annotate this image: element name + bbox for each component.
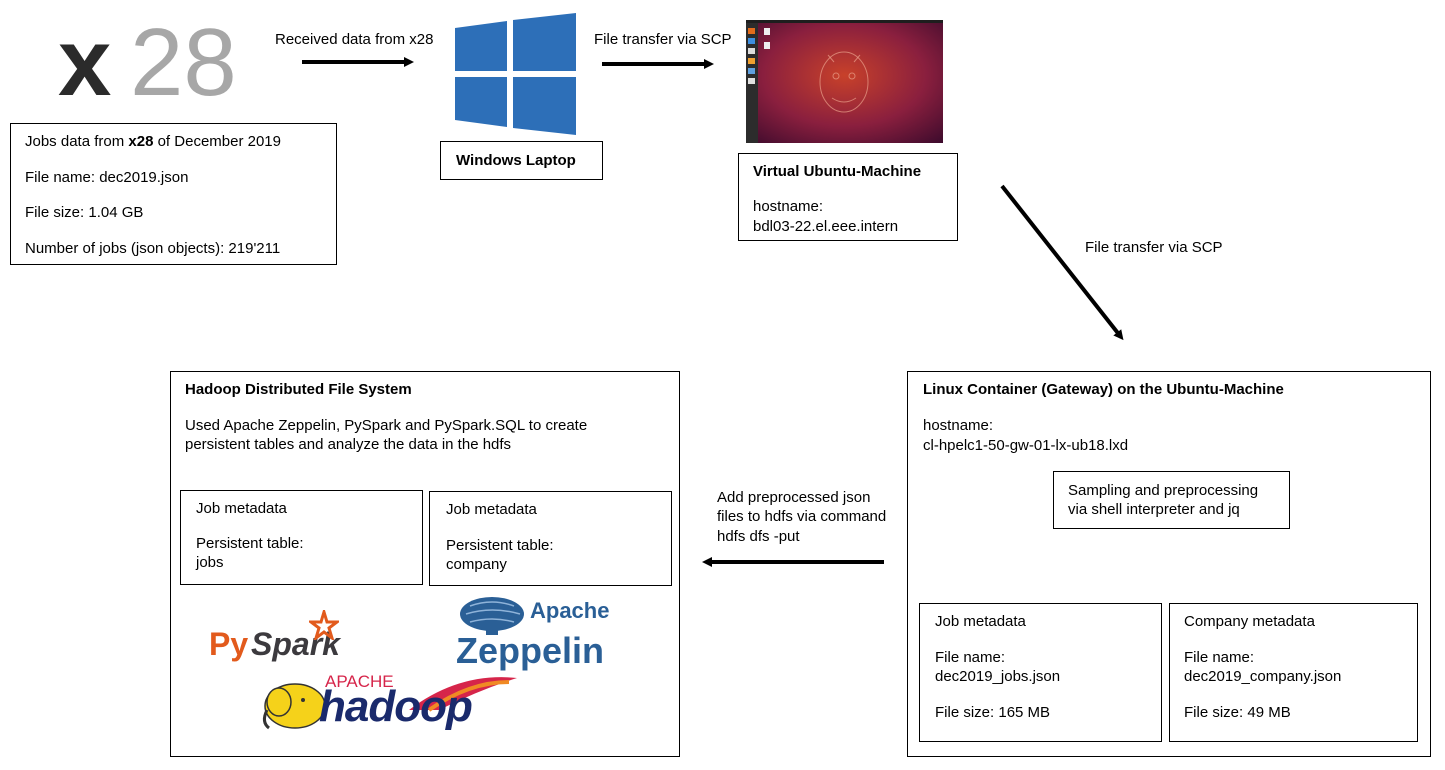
label-add-hdfs-1: Add preprocessed json <box>717 489 871 506</box>
label-add-hdfs-3: hdfs dfs -put <box>717 528 800 545</box>
hdfs-title: Hadoop Distributed File System <box>185 381 412 398</box>
pyspark-logo-py: Py <box>209 626 249 662</box>
container-hostname-label: hostname: <box>923 417 994 434</box>
hadoop-logo: APACHE hadoop <box>259 672 519 742</box>
linux-container-box: Linux Container (Gateway) on the Ubuntu-… <box>907 371 1431 757</box>
ubuntu-machine-box: Virtual Ubuntu-Machine hostname: bdl03-2… <box>738 153 958 241</box>
zeppelin-airship-icon <box>460 597 524 635</box>
table-jobs-label: Persistent table: <box>196 535 304 552</box>
hdfs-desc-line-1: Used Apache Zeppelin, PySpark and PySpar… <box>185 417 588 434</box>
x28-logo-x: x <box>58 9 111 116</box>
table-company-name: company <box>446 556 507 573</box>
zeppelin-logo-apache: Apache <box>530 598 610 623</box>
ubuntu-hostname: bdl03-22.el.eee.intern <box>753 218 899 235</box>
label-scp-1: File transfer via SCP <box>594 31 732 48</box>
persistent-table-company-box: Job metadata Persistent table: company <box>429 491 672 586</box>
job-metadata-file-box: Job metadata File name: dec2019_jobs.jso… <box>919 603 1162 742</box>
container-hostname: cl-hpelc1-50-gw-01-lx-ub18.lxd <box>923 437 1129 454</box>
source-file-name: File name: dec2019.json <box>25 169 189 186</box>
windows-laptop-label: Windows Laptop <box>456 152 576 169</box>
hadoop-elephant-icon <box>262 683 326 730</box>
ubuntu-desktop-screenshot <box>746 20 943 143</box>
zeppelin-logo-name: Zeppelin <box>456 630 605 671</box>
hdfs-box: Hadoop Distributed File System Used Apac… <box>170 371 680 757</box>
source-title: Jobs data from x28 of December 2019 <box>25 133 281 150</box>
arrow-ubuntu-to-container <box>1000 184 1124 341</box>
table-company-label: Persistent table: <box>446 537 554 554</box>
label-add-hdfs-2: files to hdfs via command <box>717 508 887 525</box>
company-meta-size: File size: 49 MB <box>1184 704 1291 721</box>
job-meta-size: File size: 165 MB <box>935 704 1051 721</box>
preprocessing-line-1: Sampling and preprocessing <box>1068 482 1259 499</box>
source-data-box: Jobs data from x28 of December 2019 File… <box>10 123 337 265</box>
hadoop-logo-name: hadoop <box>319 682 473 731</box>
container-title: Linux Container (Gateway) on the Ubuntu-… <box>923 381 1284 398</box>
hadoop-logo-apache: APACHE <box>325 672 394 691</box>
ubuntu-hostname-label: hostname: <box>753 198 824 215</box>
persistent-table-jobs-box: Job metadata Persistent table: jobs <box>180 490 423 585</box>
company-meta-file: dec2019_company.json <box>1184 668 1342 685</box>
windows-laptop-box: Windows Laptop <box>440 141 603 180</box>
preprocessing-box: Sampling and preprocessing via shell int… <box>1053 471 1290 529</box>
x28-logo: x 28 <box>58 9 268 116</box>
job-meta-file-label: File name: <box>935 649 1006 666</box>
label-received-data: Received data from x28 <box>275 31 434 48</box>
company-meta-file-label: File name: <box>1184 649 1255 666</box>
label-scp-2: File transfer via SCP <box>1085 239 1223 256</box>
table-jobs-name: jobs <box>196 554 224 571</box>
job-meta-title: Job metadata <box>935 613 1026 630</box>
company-meta-title: Company metadata <box>1184 613 1315 630</box>
zeppelin-logo: Apache Zeppelin <box>456 594 616 674</box>
source-num-jobs: Number of jobs (json objects): 219'211 <box>25 240 281 257</box>
ubuntu-machine-title: Virtual Ubuntu-Machine <box>753 163 922 180</box>
hadoop-feather-icon <box>409 677 517 712</box>
preprocessing-line-2: via shell interpreter and jq <box>1068 501 1240 518</box>
hdfs-desc-line-2: persistent tables and analyze the data i… <box>185 436 512 453</box>
pyspark-logo: Py Spark <box>209 610 349 668</box>
table-jobs-title: Job metadata <box>196 500 287 517</box>
company-metadata-file-box: Company metadata File name: dec2019_comp… <box>1169 603 1418 742</box>
windows-logo-icon <box>455 13 576 135</box>
x28-logo-28: 28 <box>130 9 237 116</box>
job-meta-file: dec2019_jobs.json <box>935 668 1061 685</box>
spark-star-icon <box>309 610 339 640</box>
table-company-title: Job metadata <box>446 501 537 518</box>
source-file-size: File size: 1.04 GB <box>25 204 144 221</box>
